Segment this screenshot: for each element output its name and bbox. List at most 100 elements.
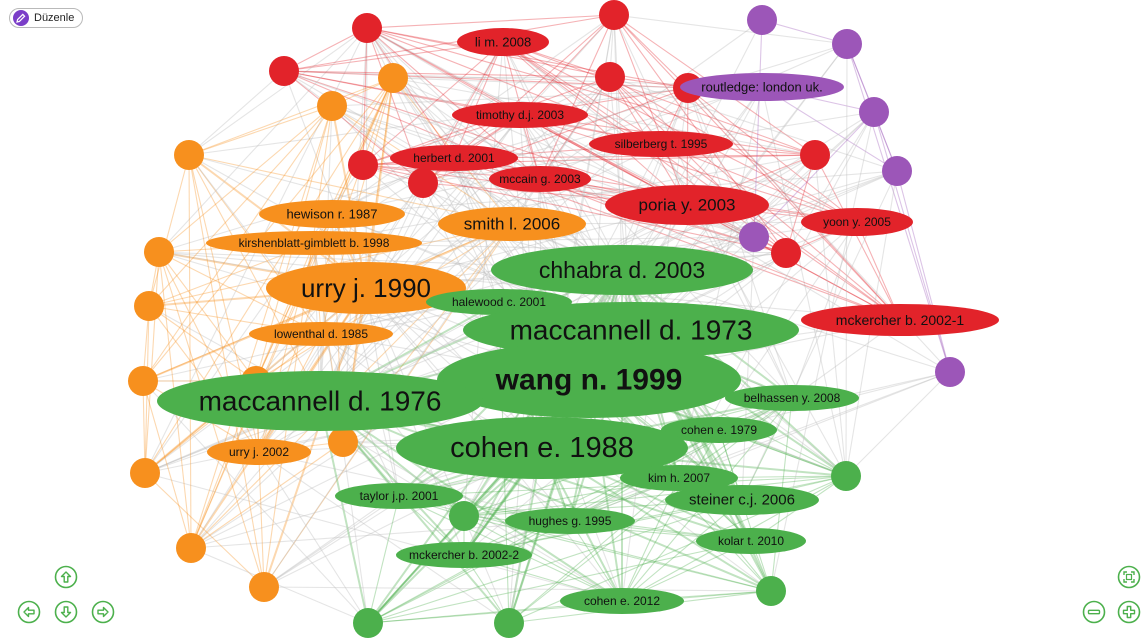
node-bubble — [696, 528, 806, 554]
node-n6[interactable]: mccain g. 2003 — [489, 166, 591, 192]
unlabeled-node[interactable] — [408, 168, 438, 198]
node-n1[interactable]: li m. 2008 — [457, 28, 549, 56]
zoom-out-button[interactable] — [1082, 600, 1106, 624]
unlabeled-node[interactable] — [595, 62, 625, 92]
node-n3[interactable]: timothy d.j. 2003 — [452, 102, 588, 128]
unlabeled-node[interactable] — [771, 238, 801, 268]
node-n26[interactable]: steiner c.j. 2006 — [665, 485, 819, 515]
unlabeled-node[interactable] — [328, 427, 358, 457]
node-n22[interactable]: cohen e. 1988 — [396, 417, 688, 479]
fit-screen-icon — [1117, 565, 1141, 589]
edge — [367, 499, 743, 624]
node-label: cohen e. 1988 — [450, 432, 634, 464]
unlabeled-node[interactable] — [348, 150, 378, 180]
node-n24[interactable]: kim h. 2007 — [620, 465, 738, 491]
node-n7[interactable]: poria y. 2003 — [605, 185, 769, 225]
node-n29[interactable]: mckercher b. 2002-2 — [396, 542, 532, 568]
unlabeled-node[interactable] — [800, 140, 830, 170]
edit-button-label: Düzenle — [34, 12, 75, 24]
node-n20[interactable]: belhassen y. 2008 — [725, 385, 859, 411]
edge — [144, 472, 265, 588]
node-n5[interactable]: herbert d. 2001 — [390, 145, 518, 171]
node-n10[interactable]: smith l. 2006 — [438, 207, 586, 241]
node-n8[interactable]: yoon y. 2005 — [801, 208, 913, 236]
unlabeled-node[interactable] — [831, 461, 861, 491]
node-n4[interactable]: silberberg t. 1995 — [589, 131, 733, 157]
edge — [366, 14, 615, 29]
node-n16[interactable]: mckercher b. 2002-1 — [801, 304, 999, 336]
edge — [331, 105, 623, 271]
unlabeled-node[interactable] — [756, 576, 786, 606]
unlabeled-node[interactable] — [352, 13, 382, 43]
unlabeled-node[interactable] — [249, 572, 279, 602]
unlabeled-node[interactable] — [174, 140, 204, 170]
zoom-in-button[interactable] — [1117, 600, 1141, 624]
node-bubble — [390, 145, 518, 171]
node-bubble — [249, 322, 393, 346]
unlabeled-node[interactable] — [128, 366, 158, 396]
unlabeled-node[interactable] — [449, 501, 479, 531]
pan-right-button[interactable] — [91, 600, 115, 624]
edge — [621, 111, 875, 271]
unlabeled-node[interactable] — [832, 29, 862, 59]
edge — [761, 86, 898, 172]
node-label: halewood c. 2001 — [452, 295, 546, 309]
edge — [366, 27, 689, 89]
node-n11[interactable]: kirshenblatt-gimblett b. 1998 — [206, 231, 422, 255]
unlabeled-node[interactable] — [353, 608, 383, 638]
node-n21[interactable]: cohen e. 1979 — [661, 417, 777, 443]
unlabeled-node[interactable] — [269, 56, 299, 86]
unlabeled-node[interactable] — [494, 608, 524, 638]
node-bubble — [396, 417, 688, 479]
pan-left-button[interactable] — [17, 600, 41, 624]
node-label: routledge: london uk. — [701, 80, 822, 95]
node-bubble — [207, 439, 311, 465]
node-n2[interactable]: routledge: london uk. — [680, 73, 844, 101]
unlabeled-node[interactable] — [130, 458, 160, 488]
unlabeled-node[interactable] — [859, 97, 889, 127]
arrow-up-icon — [54, 565, 78, 589]
node-n25[interactable]: taylor j.p. 2001 — [335, 483, 463, 509]
node-n27[interactable]: hughes g. 1995 — [505, 508, 635, 534]
pan-down-button[interactable] — [54, 600, 78, 624]
node-n30[interactable]: cohen e. 2012 — [560, 588, 684, 614]
unlabeled-node[interactable] — [935, 357, 965, 387]
node-label: belhassen y. 2008 — [744, 391, 841, 405]
node-n28[interactable]: kolar t. 2010 — [696, 528, 806, 554]
node-n18[interactable]: wang n. 1999 — [437, 342, 741, 418]
unlabeled-node[interactable] — [134, 291, 164, 321]
edge — [630, 154, 816, 331]
node-n13[interactable]: urry j. 1990 — [266, 262, 466, 314]
edge — [613, 14, 689, 89]
edge — [519, 14, 615, 116]
unlabeled-node[interactable] — [747, 5, 777, 35]
node-n9[interactable]: hewison r. 1987 — [259, 200, 405, 228]
edge — [190, 441, 344, 549]
edge — [613, 14, 848, 45]
node-n23[interactable]: urry j. 2002 — [207, 439, 311, 465]
fit-to-screen-button[interactable] — [1117, 565, 1141, 589]
node-bubble — [396, 542, 532, 568]
edge — [539, 19, 763, 180]
unlabeled-node[interactable] — [317, 91, 347, 121]
unlabeled-node[interactable] — [882, 156, 912, 186]
node-n12[interactable]: chhabra d. 2003 — [491, 245, 753, 295]
unlabeled-node[interactable] — [144, 237, 174, 267]
edge — [258, 451, 369, 624]
edge — [362, 27, 368, 166]
unlabeled-node[interactable] — [739, 222, 769, 252]
edge — [366, 27, 521, 116]
unlabeled-node[interactable] — [599, 0, 629, 30]
node-n17[interactable]: lowenthal d. 1985 — [249, 322, 393, 346]
unlabeled-node[interactable] — [378, 63, 408, 93]
node-label: hughes g. 1995 — [529, 514, 612, 528]
pan-up-button[interactable] — [54, 565, 78, 589]
edge — [609, 76, 898, 172]
edge — [188, 77, 394, 156]
node-n19[interactable]: maccannell d. 1976 — [157, 371, 483, 431]
unlabeled-node[interactable] — [176, 533, 206, 563]
node-bubble — [437, 342, 741, 418]
edit-button[interactable]: Düzenle — [9, 8, 84, 28]
edge — [392, 77, 816, 156]
